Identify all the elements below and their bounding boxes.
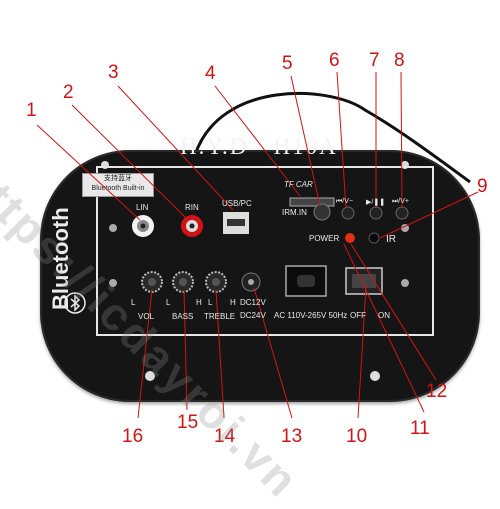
callout-7: 7	[369, 50, 380, 71]
play-label: ▶/❚❚	[366, 199, 386, 206]
screw-icon	[109, 279, 117, 287]
callout-1: 1	[26, 100, 37, 121]
screw-icon	[109, 224, 117, 232]
callout-8: 8	[394, 50, 405, 71]
dc12-label: DC12V	[240, 298, 266, 307]
callout-3: 3	[108, 62, 119, 83]
off-label: OFF	[350, 311, 366, 320]
callout-2: 2	[63, 82, 74, 103]
dc24-label: DC24V	[240, 311, 266, 320]
ir-label: IR	[386, 234, 396, 245]
ac-label: AC 110V-265V 50Hz	[274, 311, 348, 320]
ir-receiver-icon	[368, 232, 380, 244]
vol-knob-icon	[141, 271, 163, 293]
callout-14: 14	[214, 426, 236, 447]
on-label: ON	[378, 311, 390, 320]
lin-label: LIN	[136, 203, 149, 212]
callout-12: 12	[426, 381, 448, 402]
screw-icon	[145, 371, 155, 381]
callout-13: 13	[281, 426, 303, 447]
callout-10: 10	[346, 426, 368, 447]
treble-h-label: H	[230, 298, 236, 307]
next-label: ⏭/V+	[392, 198, 410, 205]
power-led-icon	[345, 233, 355, 243]
prev-button-icon	[341, 206, 355, 220]
screw-icon	[370, 371, 380, 381]
tf-label: TF CAR	[284, 180, 313, 189]
vol-l-label: L	[131, 298, 136, 307]
model-title: H.Y.D - H10A	[180, 134, 338, 159]
callout-11: 11	[410, 418, 430, 439]
treble-l-label: L	[208, 298, 213, 307]
rin-label: RIN	[185, 203, 199, 212]
usb-label: USB/PC	[222, 199, 252, 208]
treble-knob-icon	[205, 271, 227, 293]
sticker-line2: Bluetooth Built-in	[91, 185, 145, 192]
screw-icon	[401, 279, 409, 287]
irm-jack-icon	[313, 203, 331, 221]
callout-9: 9	[477, 176, 488, 197]
tf-slot-icon	[289, 197, 335, 207]
screw-icon	[401, 224, 409, 232]
panel-frame	[96, 166, 434, 336]
callout-4: 4	[205, 63, 216, 84]
bluetooth-icon	[64, 292, 86, 314]
treble-label: TREBLE	[204, 312, 236, 321]
vol-label: VOL	[138, 312, 155, 321]
callout-6: 6	[329, 50, 340, 71]
bass-knob-icon	[172, 271, 194, 293]
prev-label: ⏮/V−	[336, 198, 354, 205]
bass-l-label: L	[166, 298, 171, 307]
bass-label: BASS	[172, 312, 194, 321]
next-button-icon	[395, 206, 409, 220]
callout-15: 15	[177, 412, 199, 433]
irm-label: IRM.IN	[282, 208, 307, 217]
callout-5: 5	[282, 53, 293, 74]
power-label: POWER	[309, 234, 340, 243]
callout-16: 16	[122, 426, 144, 447]
rin-jack-icon	[181, 215, 203, 237]
play-button-icon	[369, 206, 383, 220]
sticker-line1: 支持蓝牙	[104, 175, 132, 182]
bass-h-label: H	[196, 298, 202, 307]
lin-jack-icon	[132, 215, 154, 237]
